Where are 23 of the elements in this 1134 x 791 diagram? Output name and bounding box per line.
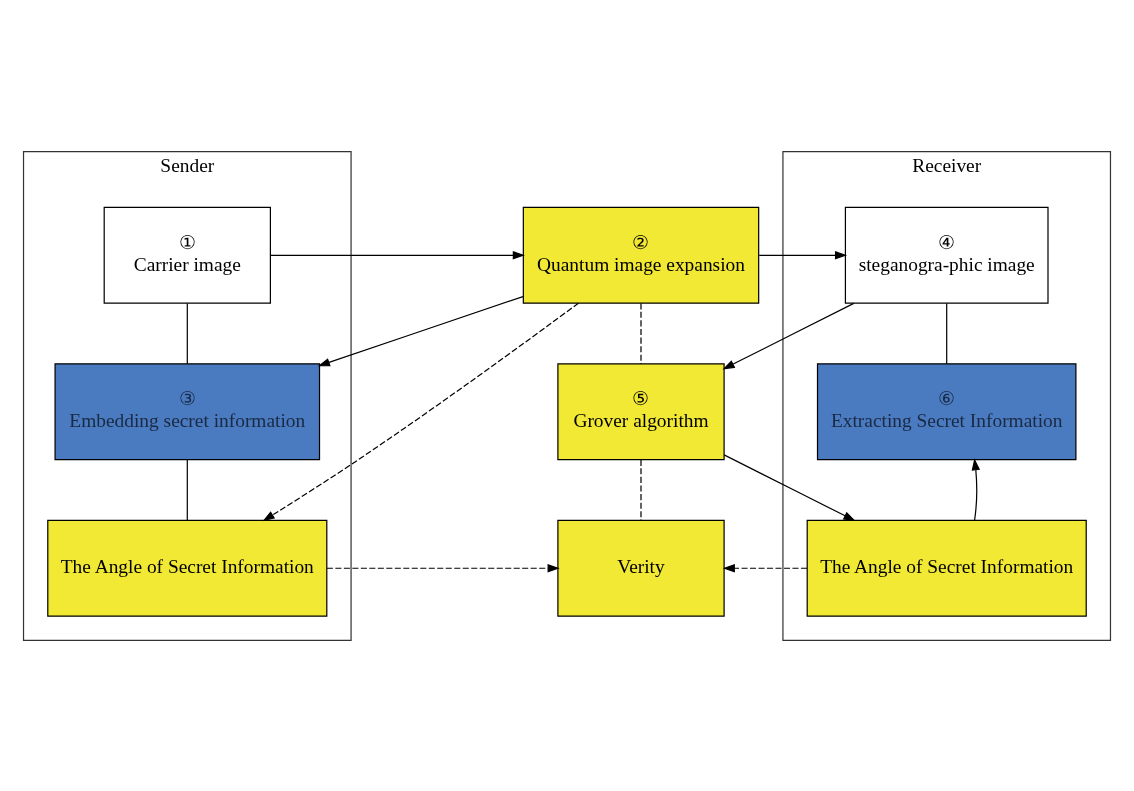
node-box: ① Carrier image	[103, 206, 271, 304]
arrow	[722, 302, 855, 369]
arrow	[317, 295, 524, 366]
connector	[946, 302, 948, 364]
arrow	[723, 453, 856, 521]
arrow	[326, 563, 560, 572]
node-box: ⑥ Extracting Secret Information	[816, 362, 1077, 460]
connector	[640, 458, 642, 521]
node-box: ② Quantum image expansion	[522, 206, 760, 304]
arrow	[722, 563, 808, 572]
connector	[640, 302, 642, 364]
node-box: The Angle of Secret Information	[806, 519, 1087, 617]
node-box: ⑤ Grover algorithm	[557, 362, 725, 460]
node-box: ③ Embedding secret information	[54, 362, 321, 460]
node-box: ④ steganogra-phic image	[844, 206, 1049, 304]
arrow	[971, 457, 981, 521]
connector	[186, 458, 188, 521]
node-box: Verity	[557, 519, 725, 617]
arrow	[758, 250, 848, 260]
node-box: The Angle of Secret Information	[47, 519, 328, 617]
arrow	[270, 250, 525, 260]
connector	[186, 302, 188, 364]
arrow	[262, 302, 579, 521]
